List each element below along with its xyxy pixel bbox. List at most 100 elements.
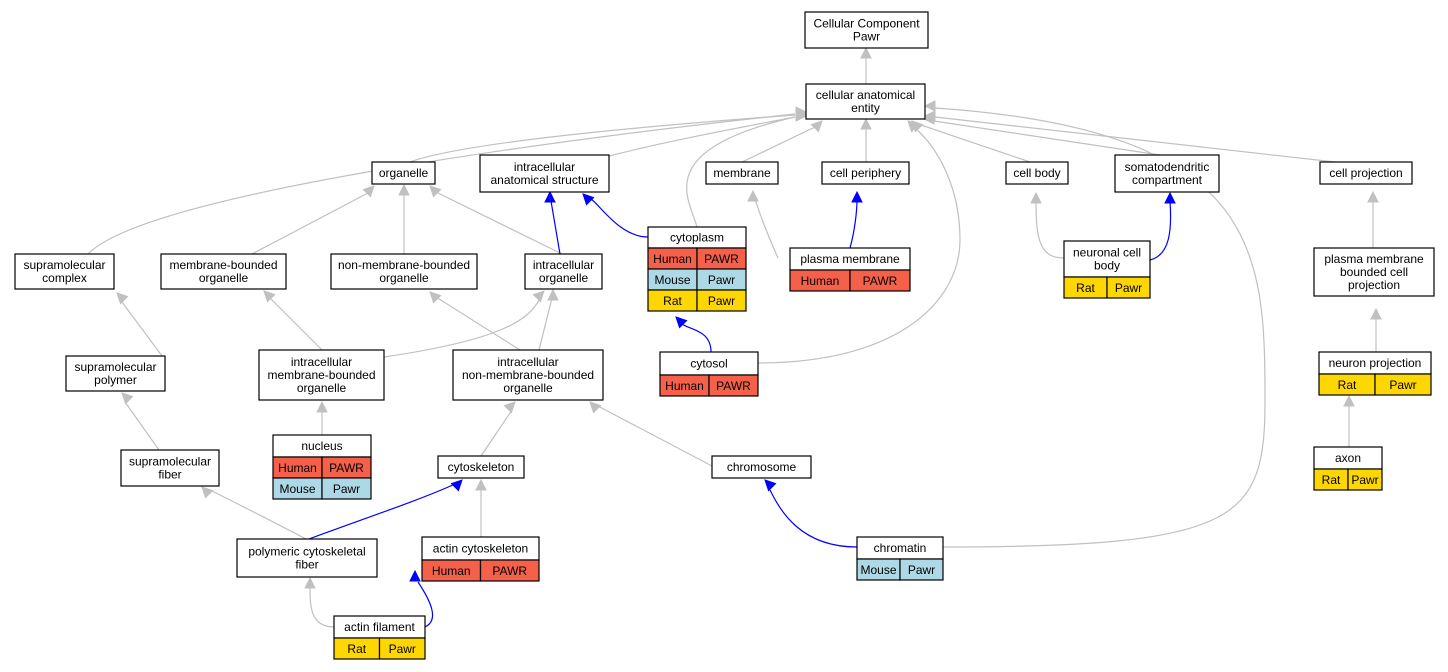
- edge-32: [589, 401, 713, 467]
- node-label: membrane-bounded: [267, 368, 375, 382]
- node-label: neuronal cell: [1073, 246, 1141, 260]
- edge-arrowhead: [764, 479, 777, 492]
- node-label: anatomical structure: [490, 173, 598, 187]
- edge-arrowhead: [450, 479, 463, 492]
- node-label: cytosol: [690, 357, 727, 371]
- edge-line: [849, 199, 858, 249]
- species-label: Mouse: [654, 273, 690, 287]
- node-label: cytoskeleton: [448, 460, 515, 474]
- edge-21: [1367, 190, 1379, 248]
- node-box: [821, 161, 910, 185]
- edge-line: [769, 489, 858, 548]
- node-label: organelle: [539, 271, 589, 285]
- edge-25: [429, 291, 521, 351]
- edge-8: [923, 110, 1336, 163]
- edge-arrowhead: [116, 292, 129, 305]
- gene-cell: [899, 558, 944, 581]
- node-box: [1319, 161, 1413, 185]
- node-label: organelle: [379, 166, 429, 180]
- node-inmbo[interactable]: intracellularnon-membrane-boundedorganel…: [452, 349, 604, 401]
- node-label: membrane-bounded: [169, 258, 277, 272]
- node-label: projection: [1348, 278, 1400, 292]
- gene-label: Pawr: [333, 482, 360, 496]
- node-label: fiber: [295, 558, 318, 572]
- node-label: cellular anatomical: [816, 88, 915, 102]
- edge-30: [121, 392, 160, 451]
- node-label: nucleus: [301, 439, 342, 453]
- edge-line: [121, 301, 163, 357]
- node-chromosome[interactable]: chromosome: [711, 455, 812, 479]
- edge-arrowhead: [398, 183, 410, 196]
- node-box: [1005, 161, 1069, 185]
- gene-label: Pawr: [1351, 473, 1378, 487]
- gene-label: Pawr: [1389, 378, 1416, 392]
- node-box: [805, 83, 926, 120]
- edge-arrowhead: [582, 193, 595, 206]
- gene-label: Pawr: [1115, 281, 1142, 295]
- edge-arrowhead: [1343, 394, 1355, 407]
- node-label: intracellular: [497, 355, 558, 369]
- edge-arrowhead: [795, 110, 808, 122]
- node-label: cell body: [1013, 166, 1060, 180]
- node-label: actin cytoskeleton: [433, 542, 528, 556]
- gene-cell: [1106, 276, 1151, 299]
- node-cellbody[interactable]: cell body: [1005, 161, 1069, 185]
- node-label: cytoplasm: [670, 231, 724, 245]
- species-label: Rat: [1076, 281, 1095, 295]
- node-label: actin filament: [344, 620, 415, 634]
- edge-arrowhead: [923, 110, 936, 122]
- node-membrane[interactable]: membrane: [705, 161, 779, 185]
- gene-cell: [1347, 468, 1383, 491]
- species-label: Human: [665, 379, 704, 393]
- node-cytoskeleton[interactable]: cytoskeleton: [437, 455, 525, 479]
- node-box: [120, 449, 220, 487]
- edge-arrowhead: [409, 569, 421, 582]
- species-label: Human: [432, 564, 471, 578]
- node-label: compartment: [1132, 173, 1203, 187]
- edge-line: [435, 296, 521, 351]
- node-box: [65, 355, 166, 392]
- node-label: intracellular: [533, 258, 594, 272]
- edge-arrowhead: [860, 46, 872, 59]
- node-cellproj[interactable]: cell projection: [1319, 161, 1413, 185]
- edge-arrowhead: [923, 100, 936, 112]
- gene-label: Pawr: [908, 563, 935, 577]
- edge-arrowhead: [1030, 191, 1042, 204]
- gene-label: PAWR: [492, 564, 527, 578]
- node-label: polymer: [94, 373, 137, 387]
- node-label: complex: [42, 271, 87, 285]
- node-organelle[interactable]: organelle: [371, 161, 436, 185]
- species-label: Human: [801, 274, 840, 288]
- edge-line: [538, 297, 553, 351]
- node-box: [1063, 240, 1151, 278]
- edge-36: [475, 478, 487, 537]
- edge-3: [608, 110, 808, 157]
- node-label: organelle: [199, 271, 249, 285]
- node-box: [711, 455, 812, 479]
- node-cellper[interactable]: cell periphery: [821, 161, 910, 185]
- gene-label: PAWR: [704, 252, 739, 266]
